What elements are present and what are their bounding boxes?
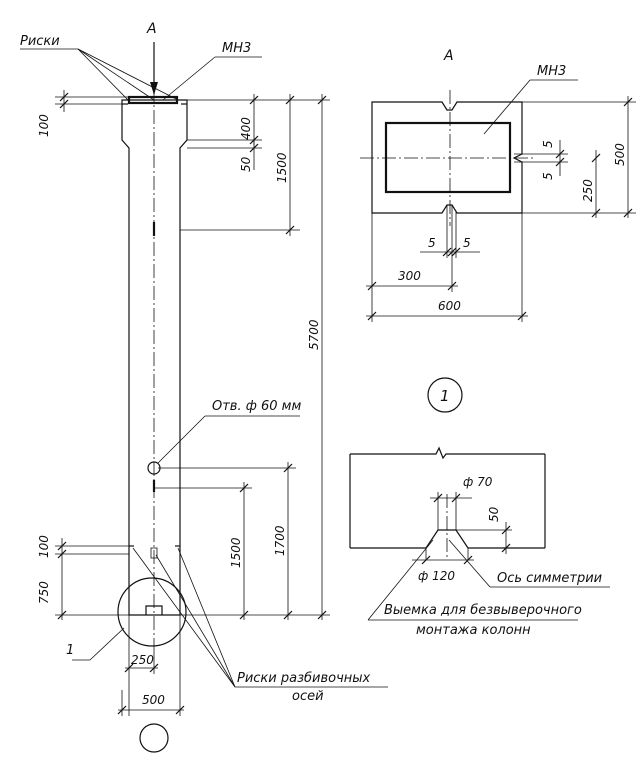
view-arrow: А [146, 21, 158, 95]
view-arrow-label: А [146, 21, 157, 37]
sec-dim-250: 250 [581, 179, 595, 202]
marks-leader: Риски [20, 34, 179, 101]
bottom-section-circle [139, 723, 169, 753]
bottom-recess [145, 605, 163, 615]
section-view-a: А МН3 [360, 48, 578, 226]
detail-1: ф 70 50 ф 120 Ось симметрии Выемка для б… [349, 446, 610, 638]
dim-500-bottom: 500 [142, 693, 165, 707]
column-outline [121, 99, 188, 616]
sec-dim-300: 300 [398, 269, 421, 283]
det-phi120: ф 120 [418, 569, 455, 583]
axis-marks-label-2: осей [292, 689, 324, 704]
axis-marks-label-1: Риски разбивочных [237, 671, 371, 686]
dim-1500-bottom: 1500 [229, 537, 243, 568]
dims-lower-left: 100 750 [37, 535, 129, 620]
dims-top-left: 100 [37, 90, 128, 137]
mn3-plate [127, 95, 179, 105]
marks-label: Риски [20, 34, 60, 49]
sec-dim-5-mid: 5 [463, 236, 471, 250]
detail-callout-label: 1 [66, 643, 74, 658]
axis-marks-leader: Риски разбивочных осей [132, 547, 388, 704]
dims-bottom: 250 500 [117, 615, 185, 716]
axis-symmetry-label: Ось симметрии [497, 571, 602, 586]
section-mn3-label: МН3 [537, 64, 566, 79]
dims-top-right: 400 50 1500 5700 [180, 94, 330, 620]
detail-marker-label: 1 [440, 387, 450, 405]
sec-dim-5-left: 5 [428, 236, 436, 250]
section-plate [384, 121, 512, 194]
sec-dim-600: 600 [438, 299, 461, 313]
detail-marker: 1 [427, 377, 463, 413]
dim-400: 400 [239, 117, 253, 140]
section-dims-bottom: 5 5 300 600 [366, 205, 528, 322]
dim-1700: 1700 [273, 525, 287, 556]
mn3-leader: МН3 [162, 41, 262, 101]
section-outline [371, 101, 523, 214]
detail-circle [117, 577, 187, 647]
section-dims-right: 5 5 250 500 [514, 96, 636, 218]
hole-leader: Отв. ф 60 мм [157, 399, 301, 464]
detail-outline [350, 446, 545, 460]
dim-750: 750 [37, 581, 51, 604]
det-50: 50 [487, 506, 501, 522]
sec-dim-5-a: 5 [541, 140, 555, 148]
dim-100-top: 100 [37, 114, 51, 137]
dim-5700: 5700 [307, 319, 321, 350]
dims-lower-right: 1500 1700 [154, 462, 296, 620]
mn3-label: МН3 [222, 41, 251, 56]
hole-label: Отв. ф 60 мм [212, 399, 301, 414]
detail-callout: 1 [66, 627, 125, 661]
recess-label-2: монтажа колонн [416, 623, 531, 638]
dim-1500-top: 1500 [275, 152, 289, 183]
dim-250-bottom: 250 [131, 653, 154, 667]
dim-50: 50 [239, 156, 253, 172]
recess-label-1: Выемка для безвыверочного [384, 603, 582, 618]
section-view-title: А [443, 48, 454, 64]
det-phi70: ф 70 [463, 475, 493, 489]
sec-dim-5-b: 5 [541, 172, 555, 180]
axis-mark [150, 547, 158, 559]
sec-dim-500: 500 [613, 143, 627, 166]
dim-100-bottom: 100 [37, 535, 51, 558]
